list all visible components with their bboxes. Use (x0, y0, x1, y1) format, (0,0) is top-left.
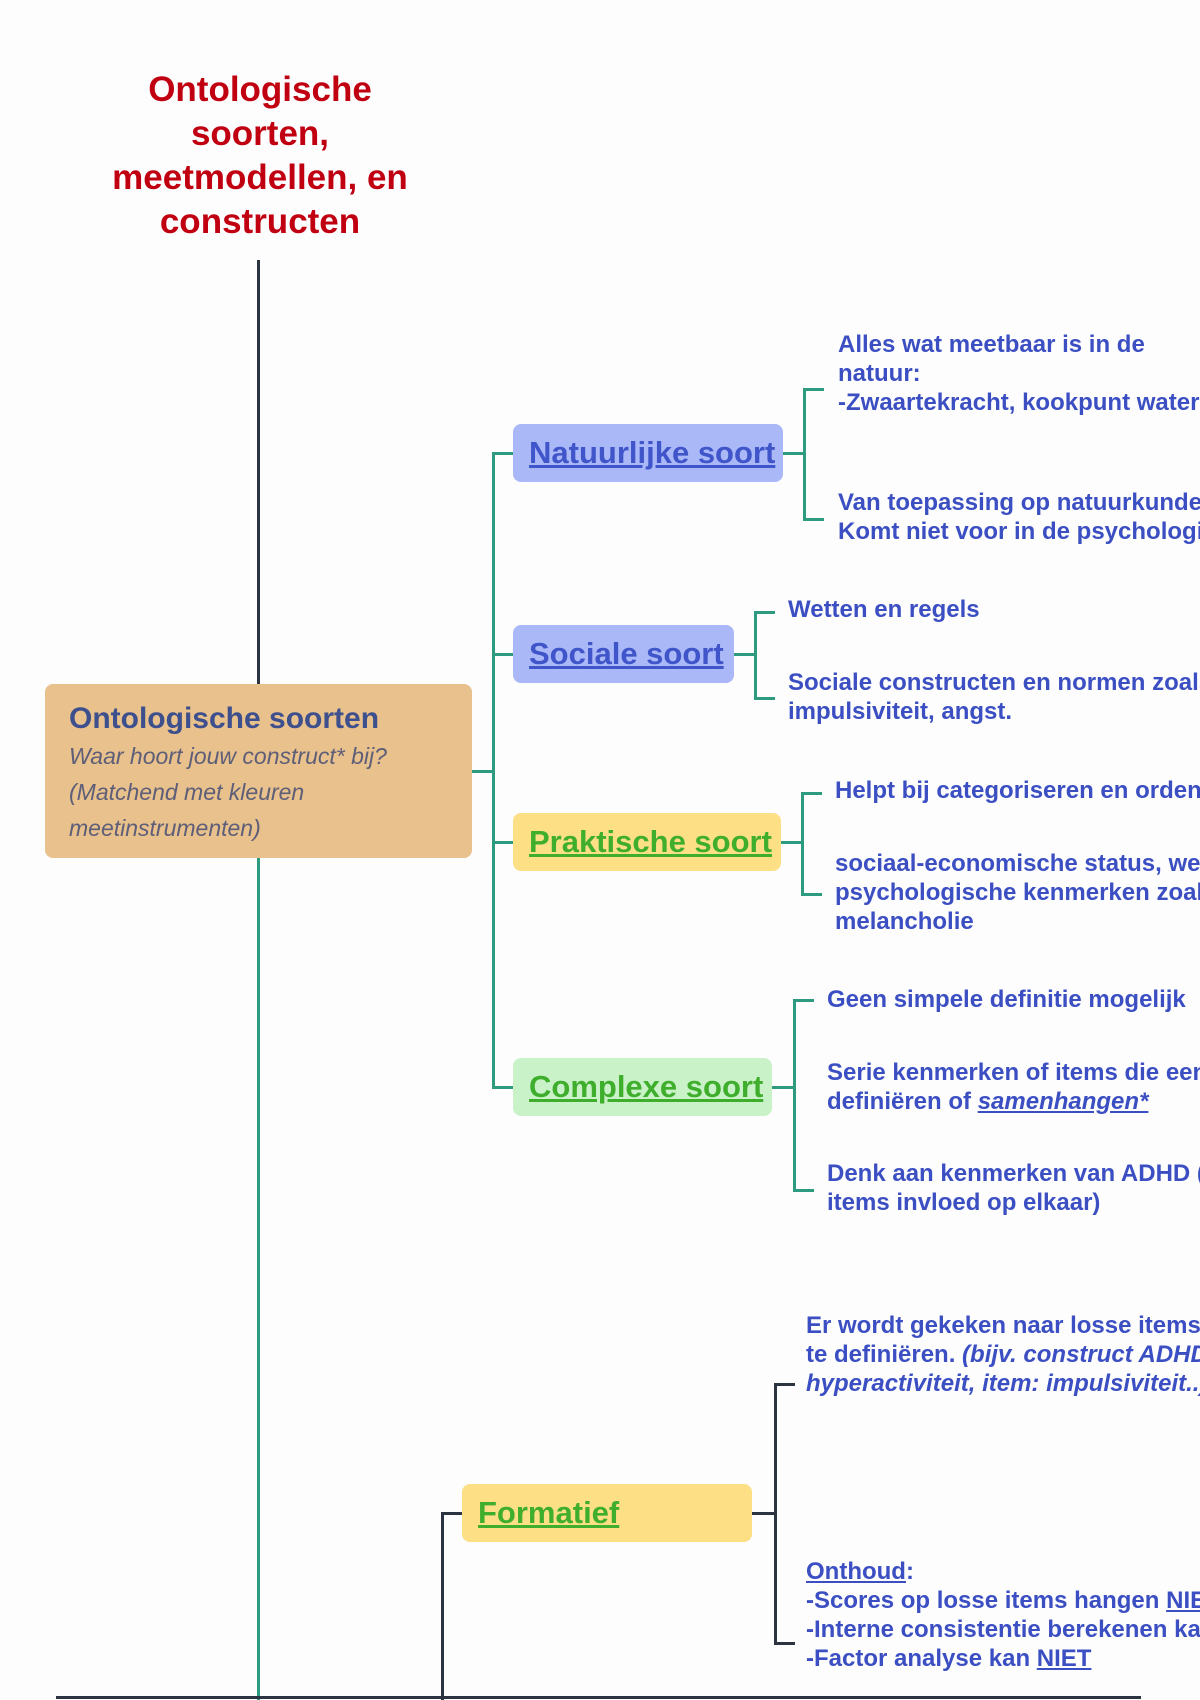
item-line: -Zwaartekracht, kookpunt water (838, 389, 1200, 416)
item-text: te definiëren. (806, 1341, 963, 1368)
bracket (803, 388, 824, 521)
node-complexe-soort[interactable]: Complexe soort (513, 1058, 772, 1116)
item-line: definiëren of samenhangen* (827, 1087, 1200, 1116)
item-text: definiëren of (827, 1088, 978, 1115)
node-item: Wetten en regels (788, 595, 980, 624)
node-label: Formatief (478, 1495, 620, 1530)
samenhangen-link[interactable]: samenhangen* (977, 1088, 1149, 1115)
root-title: Ontologische soorten (69, 702, 380, 735)
item-line: natuur: (838, 360, 921, 387)
node-label: Sociale soort (529, 636, 724, 671)
connector-line (734, 653, 754, 656)
node-label: Natuurlijke soort (529, 435, 776, 470)
item-line: hyperactiviteit, item: impulsiviteit..) (806, 1369, 1200, 1398)
item-line: -Interne consistentie berekenen kan (806, 1616, 1200, 1643)
item-line: melancholie (835, 908, 974, 935)
connector-line (257, 858, 260, 1700)
item-line: te definiëren. (bijv. construct ADHD (806, 1340, 1200, 1369)
node-item: Er wordt gekeken naar losse items te def… (806, 1311, 1200, 1398)
node-item: Onthoud: -Scores op losse items hangen N… (806, 1557, 1200, 1673)
niet-link[interactable]: NIET (1166, 1587, 1200, 1614)
title-line: constructen (159, 202, 361, 241)
root-node-ontologische-soorten[interactable]: Ontologische soorten Waar hoort jouw con… (45, 684, 472, 858)
node-praktische-soort[interactable]: Praktische soort (513, 813, 781, 871)
title-line: meetmodellen, en (112, 158, 408, 197)
title-line: soorten, (190, 114, 330, 153)
node-item: Geen simpele definitie mogelijk (827, 985, 1186, 1014)
connector-line (441, 1512, 463, 1515)
connector-line (492, 452, 495, 1088)
connector-line (781, 841, 801, 844)
root-subtitle: meetinstrumenten) (69, 815, 261, 841)
item-line: Denk aan kenmerken van ADHD (o (827, 1160, 1200, 1187)
title-line: Ontologische (148, 70, 372, 109)
node-natuurlijke-soort[interactable]: Natuurlijke soort (513, 424, 783, 482)
onthoud-link[interactable]: Onthoud (806, 1558, 906, 1585)
connector-line (492, 841, 514, 844)
connector-line (472, 770, 494, 773)
item-line: Wetten en regels (788, 596, 980, 623)
connector-line (783, 452, 803, 455)
connector-line (772, 1086, 793, 1089)
item-text: hyperactiviteit, item: impulsiviteit..) (806, 1370, 1200, 1397)
item-line: Sociale constructen en normen zoals (788, 669, 1200, 696)
item-line: psychologische kenmerken zoals (835, 879, 1200, 906)
item-text: -Scores op losse items hangen (806, 1587, 1167, 1614)
item-text: : (905, 1558, 914, 1585)
item-line: Helpt bij categoriseren en ordene (835, 777, 1200, 804)
page-title: Ontologische soorten, meetmodellen, en c… (60, 68, 460, 244)
item-text: -Factor analyse kan (806, 1645, 1037, 1672)
node-item: Helpt bij categoriseren en ordene (835, 776, 1200, 805)
node-item: Alles wat meetbaar is in de natuur: -Zwa… (838, 330, 1199, 417)
item-line: items invloed op elkaar) (827, 1189, 1101, 1216)
node-item: Denk aan kenmerken van ADHD (o items inv… (827, 1159, 1200, 1217)
item-line: Van toepassing op natuurkunde, (838, 489, 1200, 516)
item-line: Serie kenmerken of items die een (827, 1059, 1200, 1086)
node-item: sociaal-economische status, wer psycholo… (835, 849, 1200, 936)
item-line: sociaal-economische status, wer (835, 850, 1200, 877)
node-formatief[interactable]: Formatief (462, 1484, 752, 1542)
root-subtitle: (Matchend met kleuren (69, 779, 305, 805)
node-label: Complexe soort (529, 1069, 764, 1104)
divider-line (56, 1696, 1141, 1699)
node-item: Van toepassing op natuurkunde, Komt niet… (838, 488, 1200, 546)
item-line: impulsiviteit, angst. (788, 698, 1013, 725)
connector-line (257, 260, 260, 684)
bracket (793, 999, 814, 1192)
item-line: Komt niet voor in de psychologis (838, 518, 1200, 545)
item-line: Alles wat meetbaar is in de (838, 331, 1145, 358)
node-item: Sociale constructen en normen zoals impu… (788, 668, 1200, 726)
connector-line (492, 1086, 514, 1089)
connector-line (752, 1512, 774, 1515)
root-subtitle: Waar hoort jouw construct* bij? (69, 743, 387, 769)
bracket (754, 611, 775, 700)
item-line: Onthoud: (806, 1557, 1200, 1586)
item-line: Geen simpele definitie mogelijk (827, 986, 1186, 1013)
item-line: -Factor analyse kan NIET (806, 1644, 1200, 1673)
bracket (801, 792, 822, 896)
bracket (774, 1383, 795, 1645)
item-text: (bijv. construct ADHD (962, 1341, 1200, 1368)
node-sociale-soort[interactable]: Sociale soort (513, 625, 734, 683)
connector-line (441, 1512, 444, 1700)
node-item: Serie kenmerken of items die een definië… (827, 1058, 1200, 1116)
connector-line (492, 452, 514, 455)
item-line: -Scores op losse items hangen NIET (806, 1586, 1200, 1615)
connector-line (492, 653, 514, 656)
niet-link[interactable]: NIET (1036, 1645, 1092, 1672)
node-label: Praktische soort (529, 824, 772, 859)
item-line: Er wordt gekeken naar losse items (806, 1312, 1200, 1339)
